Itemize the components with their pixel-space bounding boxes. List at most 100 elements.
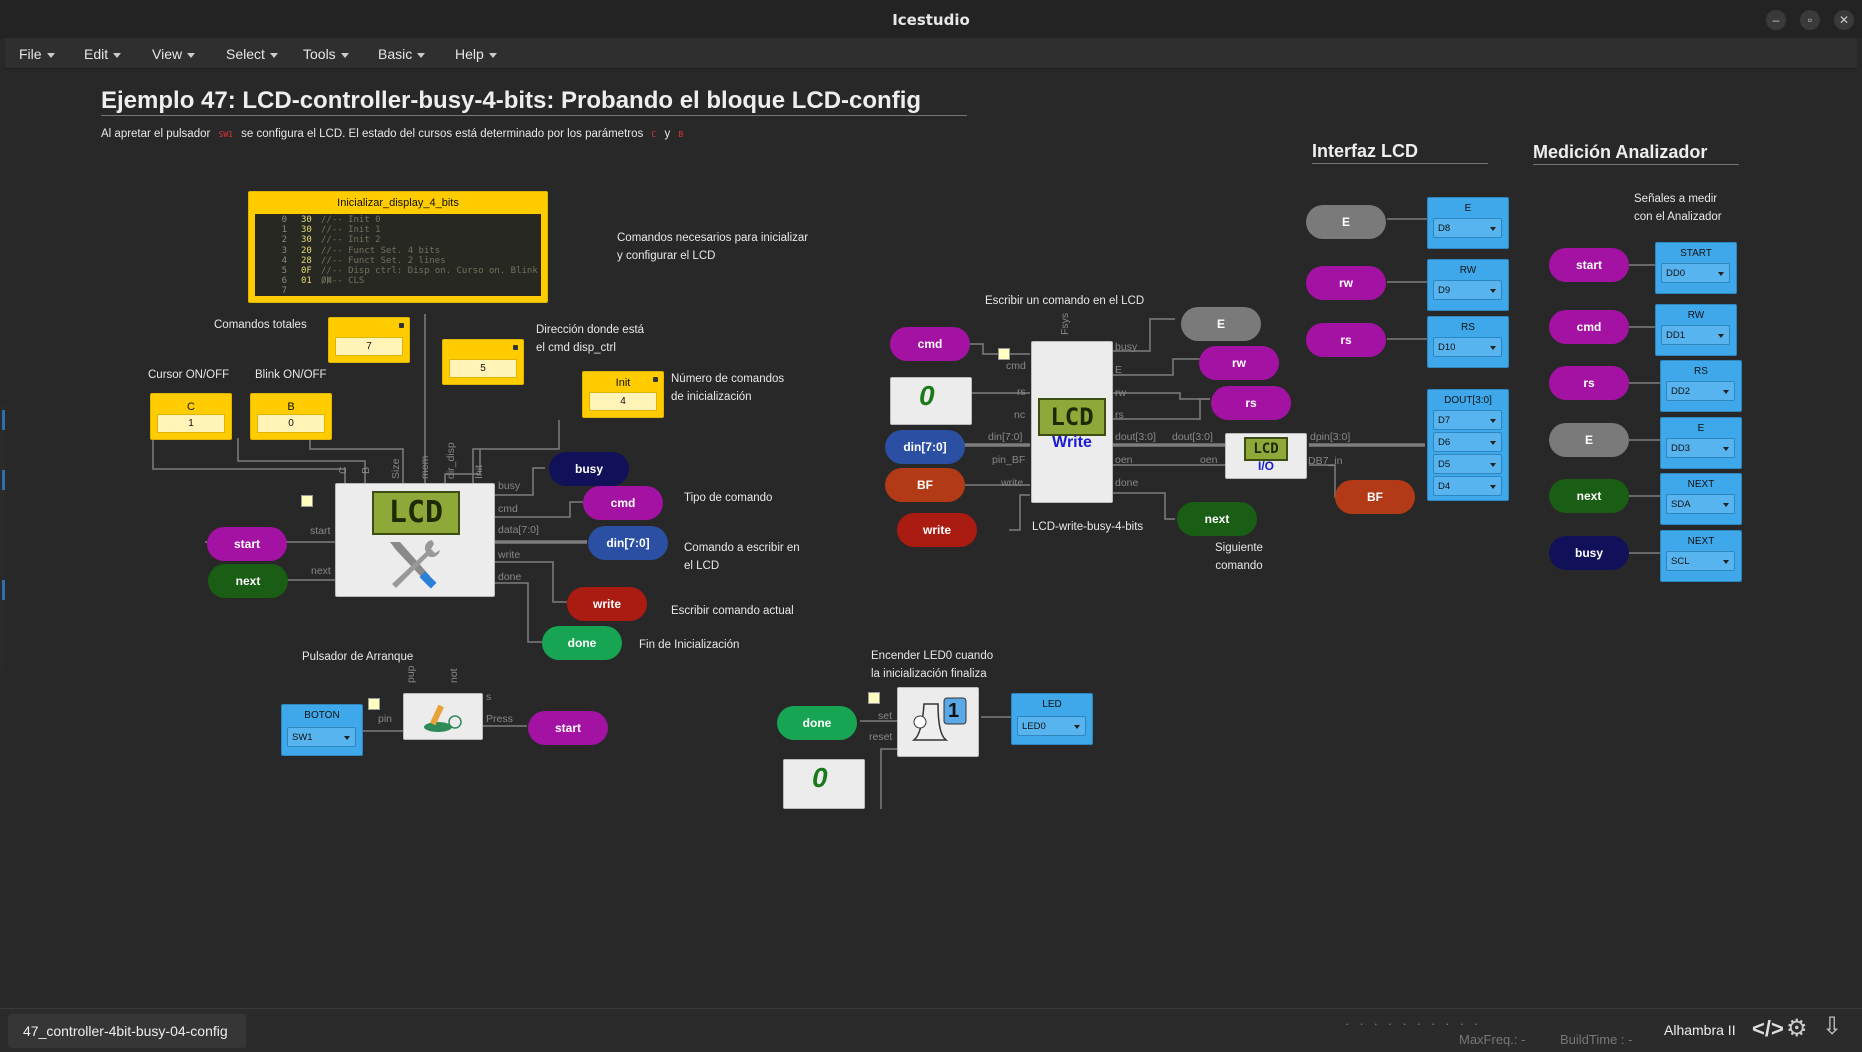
analyzer-input-rs[interactable]: rs [1549, 366, 1629, 400]
design-canvas[interactable]: Ejemplo 47: LCD-controller-busy-4-bits: … [5, 69, 1857, 1007]
pin-analyzer-rw[interactable]: RW DD1 [1655, 304, 1737, 356]
input-rs[interactable]: rs [1306, 323, 1386, 357]
pin-select[interactable]: DD0 [1661, 263, 1730, 283]
lcd-config-block[interactable]: LCD [335, 483, 495, 597]
port-b: B [360, 466, 372, 474]
output-rw[interactable]: rw [1199, 346, 1279, 380]
input-cmd[interactable]: cmd [890, 327, 970, 361]
output-next[interactable]: next [1177, 502, 1257, 536]
port-oen: oen [1115, 454, 1133, 466]
pin-lcd-e[interactable]: E D8 [1427, 197, 1509, 249]
menu-tools[interactable]: Tools [303, 46, 349, 62]
file-tab[interactable]: 47_controller-4bit-busy-04-config [8, 1014, 246, 1048]
constant-total[interactable]: 7 [328, 317, 410, 363]
pin-select[interactable]: DD1 [1661, 325, 1730, 345]
analyzer-input-e[interactable]: E [1549, 423, 1629, 457]
upload-icon[interactable]: ⇩ [1822, 1013, 1843, 1040]
close-icon[interactable]: ✕ [1834, 10, 1854, 30]
pin-select[interactable]: SDA [1666, 494, 1735, 514]
pin-select[interactable]: D5 [1433, 454, 1502, 474]
constant-b[interactable]: B 0 [250, 393, 332, 440]
status-buildtime: BuildTime : - [1560, 1032, 1633, 1047]
pin-select[interactable]: DD3 [1666, 438, 1735, 458]
input-bf[interactable]: BF [885, 468, 965, 502]
pin-analyzer-e[interactable]: E DD3 [1660, 417, 1742, 469]
pin-led-select[interactable]: LED0 [1017, 716, 1086, 736]
pin-led[interactable]: LED LED0 [1011, 693, 1093, 745]
menu-file[interactable]: File [19, 46, 55, 62]
pin-title: RW [1459, 265, 1477, 276]
analyzer-input-next[interactable]: next [1549, 479, 1629, 513]
pin-lcd-rs[interactable]: RS D10 [1427, 316, 1509, 368]
pin-boton[interactable]: BOTON SW1 [281, 704, 363, 756]
pin-analyzer-start[interactable]: START DD0 [1655, 242, 1737, 294]
pin-dout[interactable]: DOUT[3:0] D7 D6 D5 D4 [1427, 389, 1509, 501]
output-rs[interactable]: rs [1211, 386, 1291, 420]
analyzer-input-start[interactable]: start [1549, 248, 1629, 282]
input-next[interactable]: next [208, 564, 288, 598]
pin-boton-select[interactable]: SW1 [287, 727, 356, 747]
status-board[interactable]: Alhambra II [1664, 1022, 1736, 1038]
constant-init-value[interactable]: 4 [589, 392, 657, 411]
analyzer-input-cmd[interactable]: cmd [1549, 310, 1629, 344]
settings-icon[interactable]: ⚙ [1786, 1015, 1808, 1042]
note-comando-escribir: Comando a escribir en el LCD [684, 542, 800, 572]
input-write[interactable]: write [897, 513, 977, 547]
pin-title: NEXT [1687, 479, 1715, 490]
input-e[interactable]: E [1306, 205, 1386, 239]
constant-total-value[interactable]: 7 [335, 337, 403, 356]
input-din[interactable]: din[7:0] [885, 430, 965, 464]
code-icon[interactable]: </> [1752, 1016, 1784, 1041]
output-busy[interactable]: busy [549, 452, 629, 486]
pin-select[interactable]: D9 [1433, 280, 1502, 300]
constant-c[interactable]: C 1 [150, 393, 232, 440]
clock-input-marker [301, 495, 313, 507]
pin-lcd-rw[interactable]: RW D9 [1427, 259, 1509, 311]
minimize-icon[interactable]: – [1766, 10, 1786, 30]
menu-basic[interactable]: Basic [378, 46, 425, 62]
output-write[interactable]: write [567, 587, 647, 621]
constant-dir[interactable]: 5 [442, 339, 524, 385]
constant-init[interactable]: Init 4 [582, 371, 664, 418]
pin-select[interactable]: D8 [1433, 218, 1502, 238]
port-dpin: dpin[3:0] [1310, 431, 1351, 443]
maximize-icon[interactable]: ▫ [1800, 10, 1820, 30]
output-start[interactable]: start [528, 711, 608, 745]
menu-edit[interactable]: Edit [84, 46, 121, 62]
output-e[interactable]: E [1181, 307, 1261, 341]
button-block[interactable] [403, 693, 483, 740]
output-bf[interactable]: BF [1335, 480, 1415, 514]
menu-select[interactable]: Select [226, 46, 278, 62]
constant-zero-block[interactable]: 0 [890, 377, 972, 425]
pin-analyzer-next-scl[interactable]: NEXT SCL [1660, 530, 1742, 582]
pin-analyzer-next-sda[interactable]: NEXT SDA [1660, 473, 1742, 525]
constant-b-value[interactable]: 0 [257, 414, 325, 433]
pin-select[interactable]: D6 [1433, 432, 1502, 452]
lcd-io-block[interactable]: LCD I/O [1225, 433, 1307, 479]
pin-analyzer-rs[interactable]: RS DD2 [1660, 360, 1742, 412]
menu-view[interactable]: View [152, 46, 195, 62]
pin-select[interactable]: DD2 [1666, 381, 1735, 401]
constant-c-value[interactable]: 1 [157, 414, 225, 433]
constant-zero-block[interactable]: 0 [783, 759, 865, 809]
constant-dir-value[interactable]: 5 [449, 359, 517, 378]
output-cmd[interactable]: cmd [583, 486, 663, 520]
input-rw[interactable]: rw [1306, 266, 1386, 300]
flipflop-block[interactable]: 1 [897, 687, 979, 757]
lcd-write-screen: LCD [1038, 398, 1106, 436]
input-start[interactable]: start [207, 527, 287, 561]
analyzer-input-busy[interactable]: busy [1549, 536, 1629, 570]
output-done[interactable]: done [542, 626, 622, 660]
pin-select[interactable]: D4 [1433, 476, 1502, 496]
pin-select[interactable]: SCL [1666, 551, 1735, 571]
pin-select[interactable]: D7 [1433, 410, 1502, 430]
lcd-write-block[interactable]: LCD Write [1031, 341, 1113, 503]
pin-select[interactable]: D10 [1433, 337, 1502, 357]
output-din[interactable]: din[7:0] [588, 526, 668, 560]
input-done[interactable]: done [777, 706, 857, 740]
menu-help[interactable]: Help [455, 46, 497, 62]
